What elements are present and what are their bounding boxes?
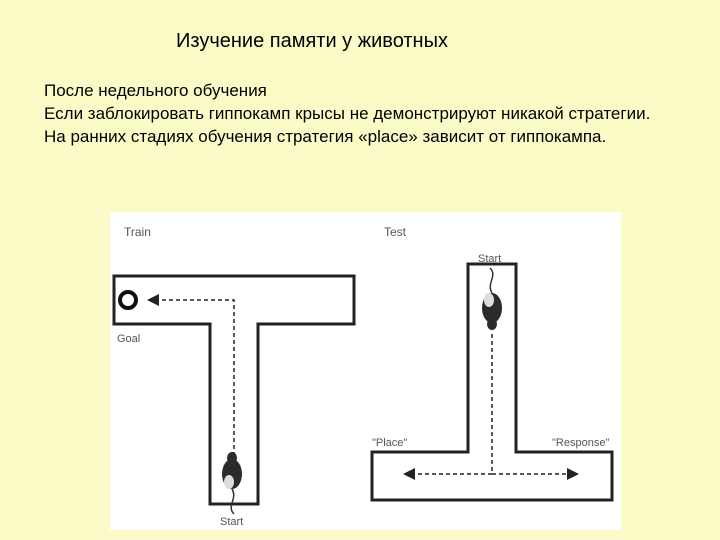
place-label: "Place" xyxy=(372,437,407,449)
goal-marker xyxy=(118,290,138,310)
test-t-maze xyxy=(370,262,614,502)
train-label: Train xyxy=(124,225,151,239)
response-label: "Response" xyxy=(552,437,609,449)
t-maze-diagram: Train Goal Start Test Start "Place" "Res… xyxy=(112,225,614,528)
rat-test xyxy=(482,267,502,330)
bullet-list: После недельного обучения Если заблокиро… xyxy=(44,80,684,149)
goal-label: Goal xyxy=(117,333,140,345)
test-label: Test xyxy=(384,225,407,239)
bullet-item: После недельного обучения xyxy=(44,81,267,100)
train-t-maze xyxy=(112,274,356,506)
train-path-arrow xyxy=(147,294,235,470)
rat-train xyxy=(222,452,242,515)
maze-figure: Train Goal Start Test Start "Place" "Res… xyxy=(110,212,621,530)
bullet-item: Если заблокировать гиппокамп крысы не де… xyxy=(44,104,651,123)
start-label-train: Start xyxy=(220,516,243,528)
bullet-item: На ранних стадиях обучения стратегия «pl… xyxy=(44,127,607,146)
slide-title: Изучение памяти у животных xyxy=(176,30,448,52)
start-label-test: Start xyxy=(478,253,501,265)
